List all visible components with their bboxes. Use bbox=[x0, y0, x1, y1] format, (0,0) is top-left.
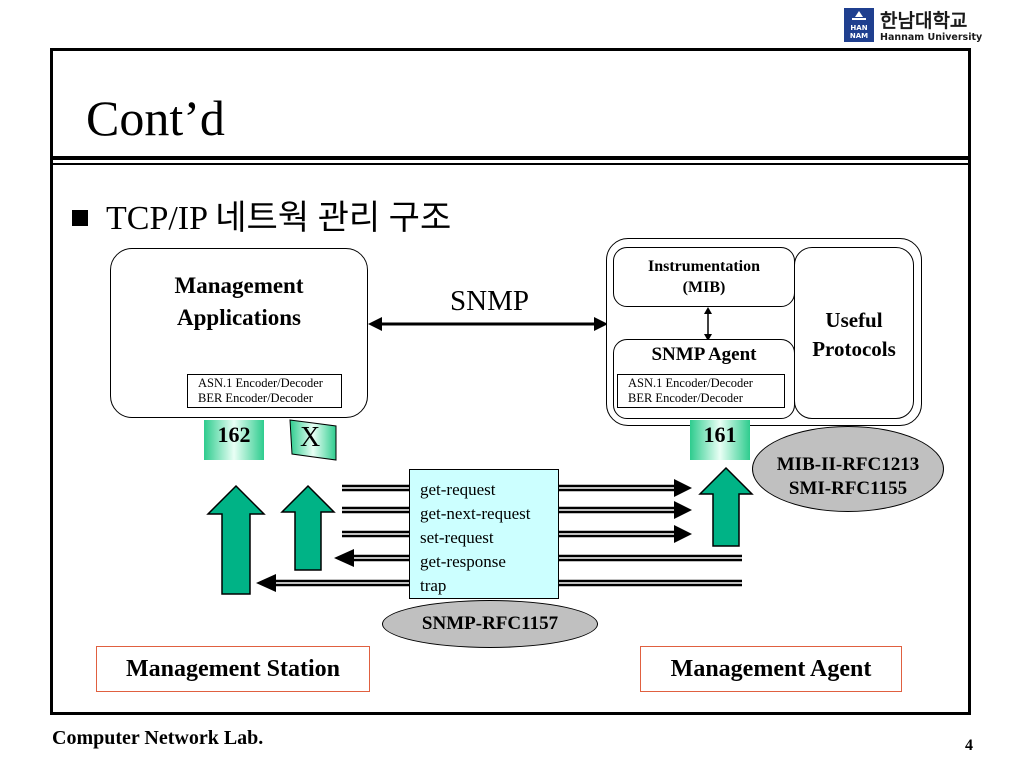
manager-encoder-box: ASN.1 Encoder/Decoder BER Encoder/Decode… bbox=[187, 374, 342, 408]
slide-frame bbox=[50, 48, 971, 715]
instrumentation-line1: Instrumentation bbox=[647, 258, 760, 275]
snmp-link-arrow bbox=[368, 317, 608, 331]
op-set-request: set-request bbox=[420, 528, 494, 547]
instrumentation-line2: (MIB) bbox=[682, 279, 726, 296]
snmp-rfc-label: SNMP-RFC1157 bbox=[421, 613, 559, 634]
management-agent-label: Management Agent bbox=[670, 656, 872, 682]
logo-badge-line1: HAN bbox=[850, 24, 867, 32]
mib-rfc-line2: SMI-RFC1155 bbox=[788, 478, 908, 499]
snmp-operations-box: get-request get-next-request set-request… bbox=[409, 469, 559, 599]
station-up-arrow-large bbox=[206, 484, 266, 595]
instrumentation-label: Instrumentation (MIB) bbox=[613, 256, 795, 298]
agent-up-arrow bbox=[698, 466, 754, 547]
agent-enc-line2: BER Encoder/Decoder bbox=[628, 391, 743, 405]
footer-page-number: 4 bbox=[965, 737, 973, 754]
bullet-square-icon bbox=[72, 210, 88, 226]
management-station-label: Management Station bbox=[126, 656, 340, 682]
op-trap: trap bbox=[420, 576, 447, 595]
bullet-text: TCP/IP 네트웍 관리 구조 bbox=[106, 200, 452, 237]
logo-english-name: Hannam University bbox=[880, 32, 983, 43]
management-agent-label-box: Management Agent bbox=[640, 646, 902, 692]
port-161: 161 bbox=[690, 420, 750, 460]
management-applications-title: Management Applications bbox=[110, 270, 368, 334]
manager-title-line2: Applications bbox=[177, 305, 301, 330]
mib-rfc-line1: MIB-II-RFC1213 bbox=[776, 454, 920, 475]
logo-badge-line2: NAM bbox=[850, 32, 868, 40]
useful-line1: Useful bbox=[825, 308, 883, 332]
instrumentation-mib-box bbox=[613, 247, 795, 307]
port-162-label: 162 bbox=[217, 422, 251, 447]
useful-protocols-box bbox=[794, 247, 914, 419]
manager-title-line1: Management bbox=[174, 273, 304, 298]
title-divider-thick bbox=[52, 156, 970, 160]
port-161-label: 161 bbox=[703, 422, 737, 447]
manager-enc-line1: ASN.1 Encoder/Decoder bbox=[198, 376, 323, 390]
blocked-port-shape bbox=[289, 419, 337, 461]
agent-encoder-box: ASN.1 Encoder/Decoder BER Encoder/Decode… bbox=[617, 374, 785, 408]
op-get-next-request: get-next-request bbox=[420, 504, 531, 523]
op-get-response: get-response bbox=[420, 552, 506, 571]
useful-protocols-label: Useful Protocols bbox=[794, 306, 914, 364]
footer-lab: Computer Network Lab. bbox=[52, 727, 264, 749]
mib-agent-double-arrow bbox=[704, 307, 712, 341]
slide-title: Cont’d bbox=[86, 90, 225, 146]
station-up-arrow-small bbox=[280, 484, 336, 571]
mib-rfc-ellipse: MIB-II-RFC1213 SMI-RFC1155 bbox=[752, 426, 944, 512]
university-emblem-icon: HAN NAM bbox=[844, 8, 874, 42]
snmp-link-label: SNMP bbox=[450, 285, 529, 317]
port-162: 162 bbox=[204, 420, 264, 460]
blocked-port-x: X bbox=[300, 422, 321, 453]
snmp-rfc-ellipse: SNMP-RFC1157 bbox=[382, 600, 598, 648]
title-divider-thin bbox=[52, 163, 970, 165]
agent-enc-line1: ASN.1 Encoder/Decoder bbox=[628, 376, 753, 390]
manager-enc-line2: BER Encoder/Decoder bbox=[198, 391, 313, 405]
logo-korean-name: 한남대학교 bbox=[880, 10, 968, 32]
useful-line2: Protocols bbox=[812, 337, 896, 361]
management-station-label-box: Management Station bbox=[96, 646, 370, 692]
op-get-request: get-request bbox=[420, 480, 496, 499]
snmp-agent-label: SNMP Agent bbox=[651, 344, 757, 365]
